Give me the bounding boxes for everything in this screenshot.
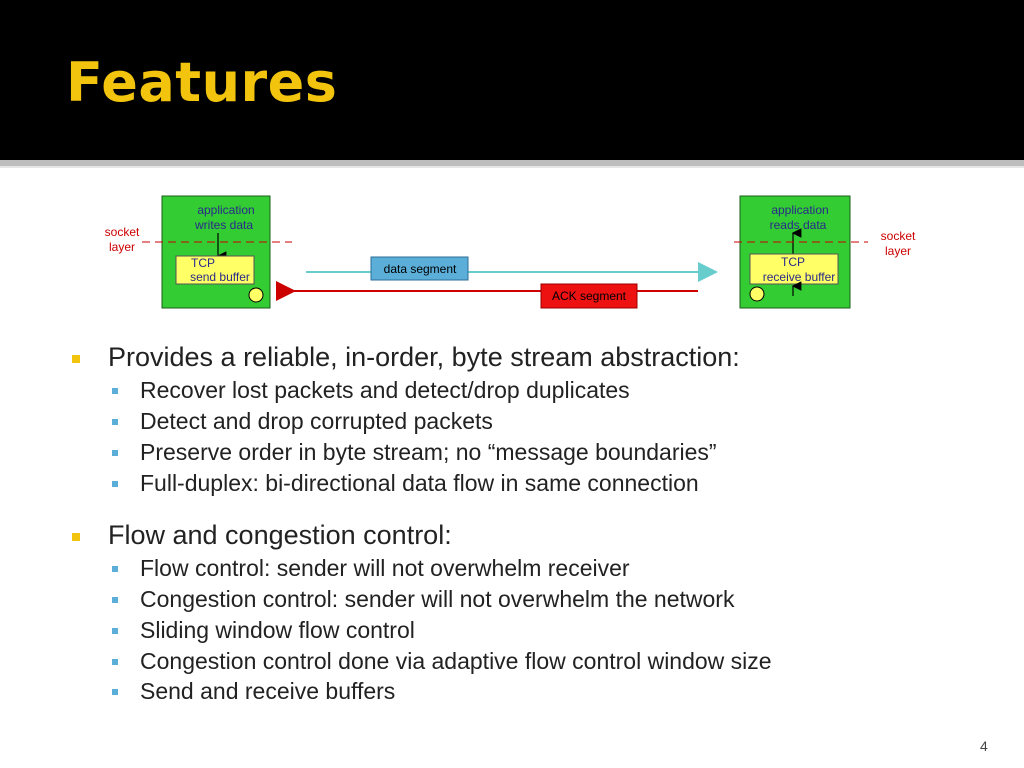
bullet-marker: [72, 355, 80, 363]
list-item: Preserve order in byte stream; no “messa…: [140, 439, 717, 465]
ack-segment-box: [540, 283, 638, 309]
slide-title: Features: [66, 51, 338, 114]
list-item: Full-duplex: bi-directional data flow in…: [140, 470, 699, 496]
sub-bullet-marker: [112, 628, 118, 634]
section-heading: Provides a reliable, in-order, byte stre…: [108, 342, 740, 372]
receive-buffer-label-2: receive buffer: [763, 270, 836, 284]
list-item: Recover lost packets and detect/drop dup…: [140, 377, 630, 403]
receiver-socket-label-2: layer: [885, 244, 911, 258]
list-item: Send and receive buffers: [140, 678, 396, 704]
page-number: 4: [980, 738, 988, 754]
sender-app-label-2: writes data: [194, 218, 253, 232]
receiver-socket-label-1: socket: [881, 229, 916, 243]
bullet-marker: [72, 533, 80, 541]
sub-bullet-marker: [112, 659, 118, 665]
send-buffer-label-2: send buffer: [190, 270, 250, 284]
receiver-app-label-1: application: [771, 203, 828, 217]
sub-bullet-marker: [112, 388, 118, 394]
list-item: Congestion control done via adaptive flo…: [140, 648, 772, 674]
send-buffer-label-1: TCP: [191, 256, 215, 270]
sub-bullet-marker: [112, 689, 118, 695]
ack-segment-label: ACK segment: [552, 289, 627, 303]
send-buffer-box: [175, 255, 255, 285]
sub-bullet-marker: [112, 419, 118, 425]
list-item: Detect and drop corrupted packets: [140, 408, 493, 434]
list-item: Flow control: sender will not overwhelm …: [140, 555, 630, 581]
sender-socket-label-1: socket: [105, 225, 140, 239]
header-divider-light: [0, 166, 1024, 168]
data-segment-label: data segment: [384, 262, 457, 276]
sub-bullet-marker: [112, 566, 118, 572]
list-item: Congestion control: sender will not over…: [140, 586, 735, 612]
sender-app-label-1: application: [197, 203, 254, 217]
send-buffer-port: [248, 287, 264, 303]
sender-socket-label-2: layer: [109, 240, 135, 254]
receive-buffer-label-1: TCP: [781, 255, 805, 269]
section-heading: Flow and congestion control:: [108, 520, 452, 550]
receiver-app-label-2: reads data: [770, 218, 827, 232]
receive-buffer-port: [749, 286, 765, 302]
list-item: Sliding window flow control: [140, 617, 415, 643]
sub-bullet-marker: [112, 450, 118, 456]
slide-header: [0, 0, 1024, 160]
sub-bullet-marker: [112, 597, 118, 603]
data-segment-box: [370, 256, 469, 281]
header-divider: [0, 160, 1024, 166]
sub-bullet-marker: [112, 481, 118, 487]
tcp-buffer-diagram: application writes data TCP send buffer …: [105, 195, 916, 309]
